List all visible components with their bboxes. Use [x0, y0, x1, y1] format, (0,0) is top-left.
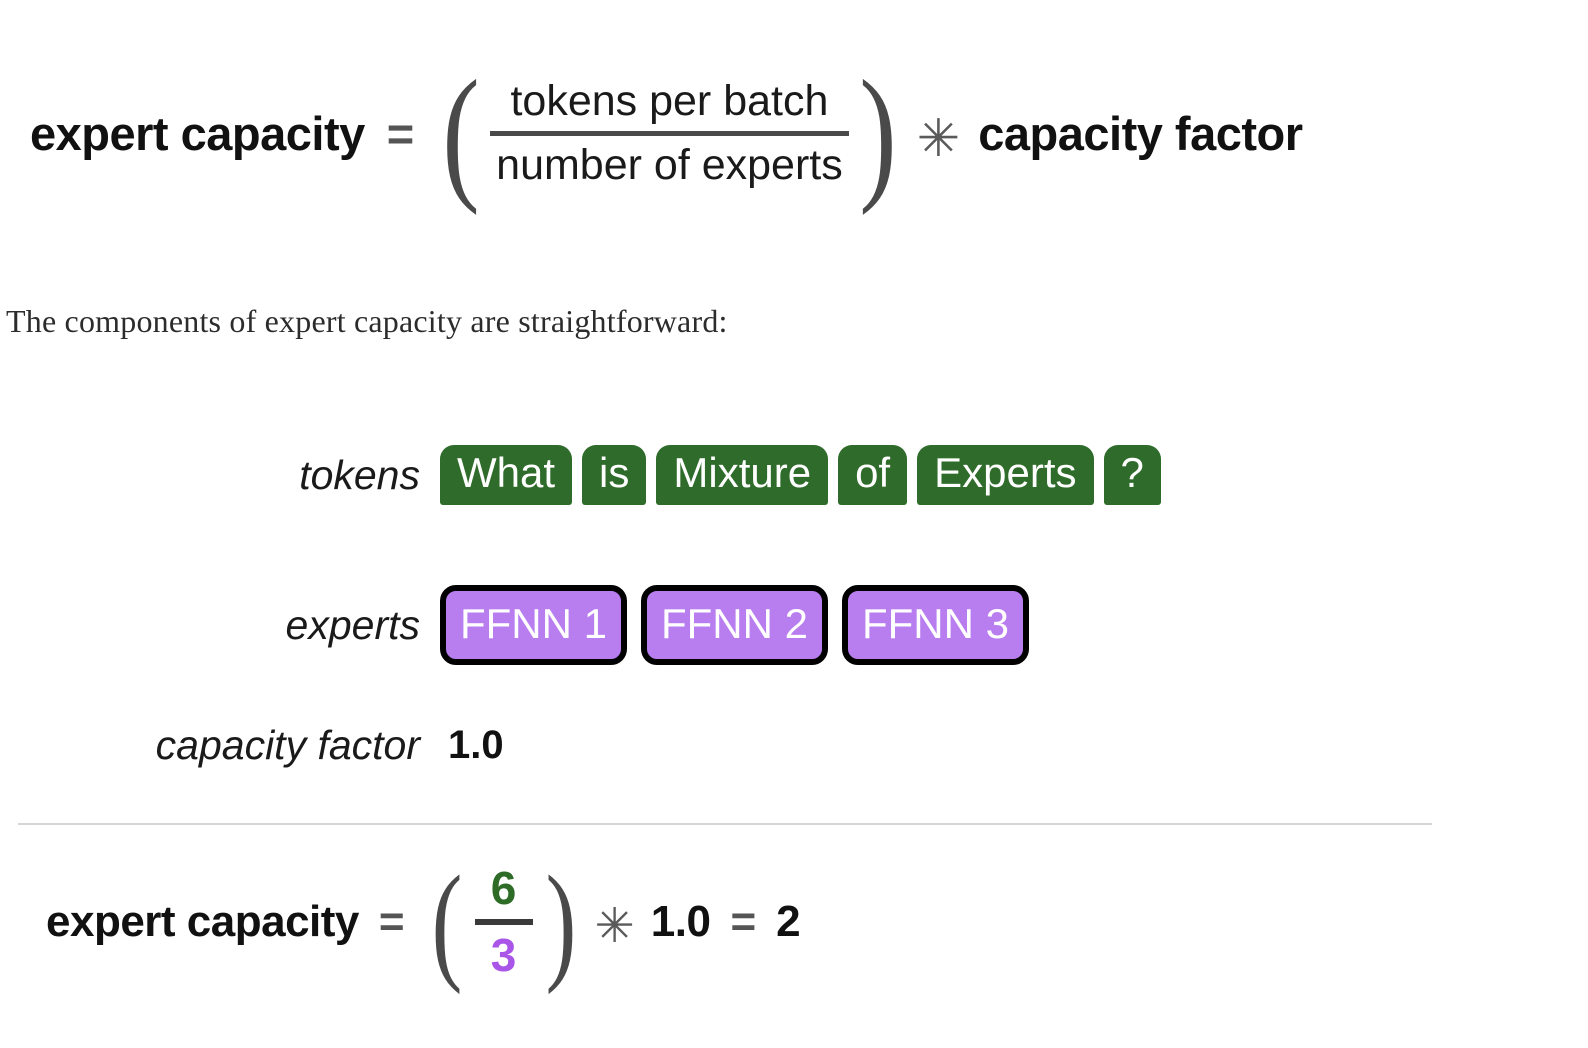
experts-label: experts	[285, 601, 420, 648]
tokens-label: tokens	[299, 451, 420, 498]
top-formula-equals: =	[386, 106, 415, 160]
top-formula-rhs: capacity factor	[978, 106, 1303, 160]
open-paren-icon: (	[442, 50, 480, 216]
capacity-factor-row: capacity factor 1.0	[0, 710, 1460, 780]
body-paragraph: The components of expert capacity are st…	[6, 303, 728, 339]
token-chip-list: What is Mixture of Experts ?	[440, 444, 1161, 506]
expert-chip[interactable]: FFNN 3	[842, 584, 1029, 666]
bottom-formula-equals: =	[378, 897, 405, 946]
token-chip[interactable]: is	[582, 444, 647, 506]
expert-chip[interactable]: FFNN 2	[641, 584, 828, 666]
top-formula-fraction: tokens per batch number of experts	[490, 75, 849, 191]
bottom-formula-factor: 1.0	[650, 897, 711, 946]
expert-chip[interactable]: FFNN 1	[440, 584, 627, 666]
bottom-formula-equals-2: =	[730, 897, 757, 946]
components-table: tokens What is Mixture of Experts ? expe…	[0, 432, 1460, 780]
experts-row: experts FFNN 1 FFNN 2 FFNN 3	[0, 570, 1460, 680]
bottom-formula-lhs: expert capacity	[46, 897, 359, 946]
top-formula-lhs: expert capacity	[30, 106, 365, 160]
token-chip[interactable]: of	[838, 444, 908, 506]
capacity-factor-label: capacity factor	[155, 721, 420, 768]
tokens-row: tokens What is Mixture of Experts ?	[0, 432, 1460, 518]
fraction-bar	[474, 919, 533, 925]
bottom-formula-fraction: 6 3	[474, 862, 533, 982]
open-paren-icon: (	[431, 848, 462, 996]
capacity-factor-value: 1.0	[448, 722, 504, 767]
close-paren-icon: )	[545, 848, 576, 996]
bottom-formula-result: 2	[776, 897, 801, 946]
top-formula-numerator: tokens per batch	[510, 77, 829, 126]
bottom-formula-numerator: 6	[490, 862, 517, 915]
token-chip[interactable]: Mixture	[656, 444, 829, 506]
close-paren-icon: )	[858, 50, 897, 216]
expert-chip-list: FFNN 1 FFNN 2 FFNN 3	[440, 584, 1029, 666]
multiply-asterisk-icon: ✳	[594, 900, 635, 953]
horizontal-divider	[18, 823, 1432, 825]
multiply-asterisk-icon: ✳	[916, 110, 961, 168]
top-formula-denominator: number of experts	[496, 140, 843, 189]
token-chip[interactable]: What	[440, 444, 573, 506]
top-formula: expert capacity = ( tokens per batch num…	[30, 58, 1303, 208]
fraction-bar	[490, 130, 849, 136]
token-chip[interactable]: Experts	[917, 444, 1094, 506]
token-chip[interactable]: ?	[1103, 444, 1161, 506]
bottom-formula: expert capacity = ( 6 3 ) ✳ 1.0 = 2	[46, 852, 801, 992]
bottom-formula-denominator: 3	[490, 929, 517, 981]
